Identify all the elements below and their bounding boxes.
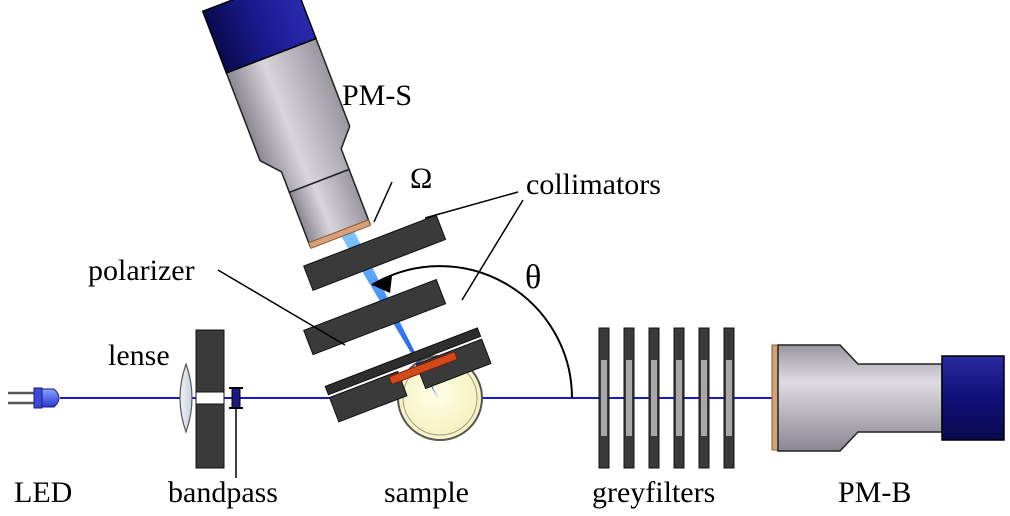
label-collimators: collimators	[526, 168, 661, 201]
pm-s-detector	[201, 0, 372, 249]
aperture-plate	[195, 329, 225, 469]
collimator-plate-2	[303, 214, 447, 292]
label-omega: Ω	[410, 162, 432, 195]
label-sample: sample	[384, 476, 469, 509]
theta-arrowhead	[372, 276, 392, 293]
label-pm-b: PM-B	[838, 476, 911, 509]
label-greyfilters: greyfilters	[592, 476, 715, 509]
pm-b-detector	[771, 344, 1005, 452]
label-theta: θ	[525, 259, 541, 296]
lens	[179, 362, 193, 434]
label-led: LED	[14, 476, 72, 509]
greyfilter-stack	[598, 327, 735, 469]
polarizer-strip	[388, 351, 458, 385]
collimator-plate-1	[303, 278, 447, 356]
led-source	[8, 387, 60, 409]
theta-arc	[371, 265, 573, 399]
collimators-leader-1	[424, 191, 519, 219]
label-pm-s: PM-S	[342, 79, 412, 112]
collimator-plate-4	[415, 338, 492, 390]
omega-leader	[373, 181, 393, 223]
polarizer-leader	[217, 269, 346, 346]
collimators-leader-2	[461, 199, 524, 301]
label-bandpass: bandpass	[168, 476, 278, 509]
label-polarizer: polarizer	[88, 254, 195, 287]
collimator-plate-3	[328, 370, 408, 423]
polarizer-plate	[324, 327, 482, 396]
label-lense: lense	[108, 339, 170, 372]
